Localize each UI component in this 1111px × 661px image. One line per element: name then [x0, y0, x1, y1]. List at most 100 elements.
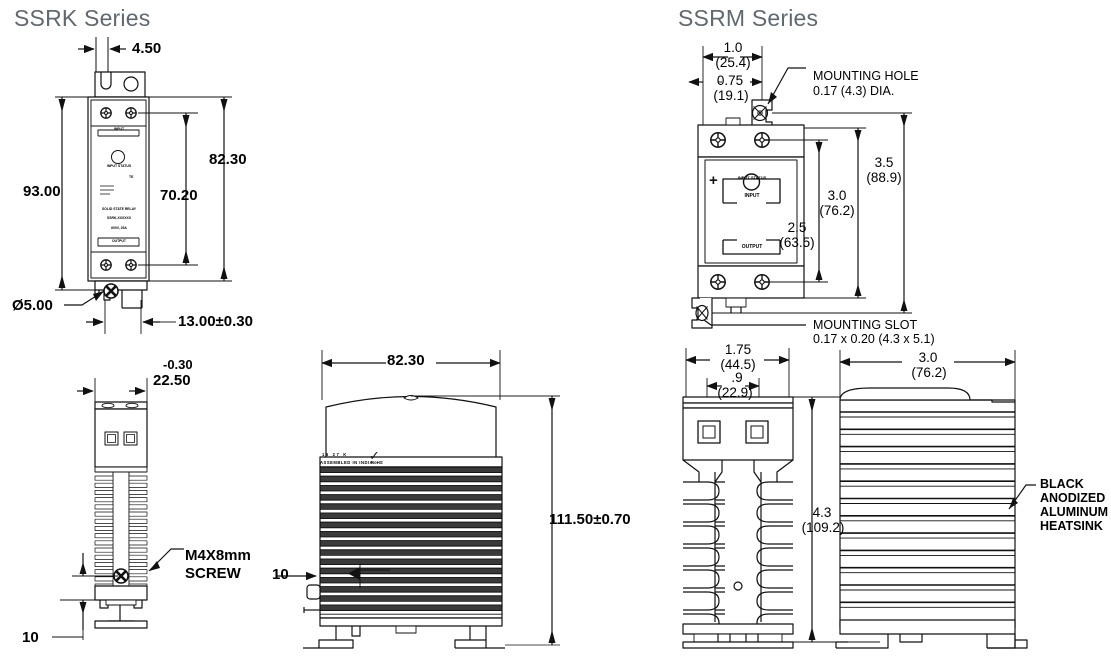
ssrk-leader-hole-dia: [64, 290, 105, 306]
ssrm-dim-3.0-vert: [804, 127, 866, 299]
ssrk-brand-small: TE: [129, 175, 134, 179]
ssrm-leader-mounting-hole: [767, 67, 806, 105]
ssrm-status-led: [742, 173, 761, 191]
dim-ssrm-0.9-mm: (22.9): [717, 385, 753, 400]
callout-ssrm-mounting-slot-l1: MOUNTING SLOT: [813, 318, 918, 332]
ssrk-dim-111.50: [411, 395, 560, 646]
dim-ssrm-3.0-in: 3.0: [827, 188, 847, 203]
ssrk-dim-93.00: [55, 96, 95, 291]
ssrm-side-body: [682, 396, 794, 461]
dim-ssrm-0.9-in: .9: [731, 370, 743, 385]
ssrk-side-base: [94, 585, 148, 629]
ssrk-te-logo: [100, 185, 114, 195]
ssrk-leader-m4-screw: [148, 548, 184, 572]
ssrm-front-base: [835, 619, 1028, 649]
page-title-ssrm: SSRM Series: [678, 5, 819, 31]
ssrk-dim-70.20: [138, 112, 198, 266]
ssrm-plus-label: +: [709, 172, 718, 189]
ssrk-output-label: OUTPUT: [112, 239, 126, 243]
dim-ssrk-93.00: 93.00: [23, 183, 61, 200]
dim-ssrk-front-82.30: 82.30: [387, 352, 425, 369]
ssrk-label-line-1: SOLID STATE RELAY: [101, 207, 137, 211]
ssrk-dim-13.00: [86, 300, 176, 334]
ssrk-dim-82.30-front: [321, 350, 501, 400]
dim-ssrm-front-3.0-mm: (76.2): [911, 365, 947, 380]
ssrm-front-body: [839, 387, 1016, 629]
ssrk-body: [87, 96, 150, 282]
ssrk-input-bracket: [97, 129, 140, 137]
dim-ssrk-22.50: 22.50: [153, 372, 191, 389]
callout-heatsink-line2: ANODIZED: [1040, 491, 1106, 505]
dim-ssrm-3.0-mm: (76.2): [819, 203, 855, 218]
callout-heatsink-line3: ALUMINUM: [1040, 505, 1109, 519]
dim-ssrm-4.3-in: 4.3: [812, 505, 832, 520]
ssrm-dim-1.75: [685, 348, 790, 400]
ssrm-dim-3.5: [712, 112, 912, 314]
ssrk-front-feet: [303, 617, 505, 649]
callout-heatsink-line1: BLACK: [1040, 477, 1084, 491]
ssrm-leader-heatsink: [1008, 484, 1036, 510]
dim-ssrm-3.5-mm: (88.9): [866, 170, 902, 185]
dim-ssrm-0.75-in: 0.75: [716, 73, 744, 88]
ssrk-din-clip: [94, 71, 146, 98]
ssrm-dim-2.5: [770, 139, 828, 283]
ssrm-dim-1.0: [702, 46, 763, 128]
dim-ssrm-4.3-mm: (109.2): [801, 520, 845, 535]
ssrm-output-bracket: [722, 239, 781, 255]
ssrk-dim-82.30: [149, 96, 232, 282]
dim-ssrk-111.50: 111.50±0.70: [549, 511, 631, 528]
ssrm-output-label: OUTPUT: [741, 244, 763, 250]
dim-ssrk-10-fin: 10: [272, 566, 289, 583]
ssrm-side-heatsink: [682, 459, 794, 633]
ssrk-dim-screw-offset: [72, 553, 118, 577]
ssrk-dim-10-fin: [277, 563, 390, 588]
page-title-ssrk: SSRK Series: [14, 5, 151, 31]
dim-ssrk-70.20: 70.20: [160, 187, 198, 204]
ssrm-input-bracket: [722, 178, 781, 204]
callout-ssrk-screw-line2: SCREW: [185, 565, 241, 582]
ssrk-front-heatsink: [319, 456, 503, 619]
ssrk-label-line-2: SSRK-XXXXXX: [106, 216, 132, 220]
ssrm-leader-mounting-slot: [703, 319, 806, 326]
dim-ssrm-1.75-in: 1.75: [724, 342, 752, 357]
ssrm-dim-3.0-front: [839, 350, 1016, 402]
dim-ssrm-0.75-mm: (19.1): [713, 88, 749, 103]
dim-ssrk-4.50: 4.50: [132, 40, 162, 57]
ssrk-rohs-label: RoHS: [371, 460, 383, 465]
ssrk-dim-22.50: [77, 378, 148, 405]
dim-ssrm-3.5-in: 3.5: [874, 155, 894, 170]
dim-ssrk-82.30: 82.30: [209, 151, 247, 168]
dim-ssrk-13.00: 13.00±0.30: [178, 313, 253, 330]
callout-heatsink-line4: HEATSINK: [1040, 519, 1103, 533]
ssrk-status-label: INPUT STATUS: [106, 164, 132, 168]
callout-ssrm-mounting-hole-l1: MOUNTING HOLE: [813, 69, 919, 83]
ssrk-output-bracket: [97, 237, 140, 247]
dim-ssrk-width-tol: -0.30: [163, 357, 193, 372]
dim-ssrm-2.5-in: 2.5: [787, 220, 807, 235]
dim-ssrm-1.0-in: 1.0: [723, 40, 743, 55]
dim-ssrm-front-3.0-in: 3.0: [918, 350, 938, 365]
ssrk-bottom-screw: [102, 282, 120, 300]
callout-ssrm-mounting-hole-l2: 0.17 (4.3) DIA.: [813, 84, 895, 98]
ssrk-front-side-nub: [303, 584, 321, 613]
rohs-check-icon: ✓: [369, 448, 380, 463]
dim-ssrk-10-foot: 10: [22, 629, 39, 646]
callout-ssrk-screw-line1: M4X8mm: [185, 547, 251, 564]
ssrm-input-status-label: INPUT STATUS: [737, 175, 767, 180]
dim-ssrm-1.75-mm: (44.5): [720, 357, 756, 372]
ssrm-mounting-slot-bracket: [691, 297, 713, 329]
ssrk-marking-line1: 16 27 K: [322, 452, 348, 457]
ssrm-top-bottom-detail: [725, 297, 747, 313]
ssrk-dim-10-bottom: [52, 599, 100, 640]
dim-ssrm-1.0-mm: (25.4): [715, 55, 751, 70]
dim-ssrk-hole-dia: Ø5.00: [12, 297, 53, 314]
dim-ssrm-2.5-mm: (63.5): [779, 235, 815, 250]
ssrm-input-label: INPUT: [744, 193, 760, 199]
ssrk-side-body: [94, 401, 148, 468]
ssrk-front-cover: [325, 395, 560, 458]
ssrk-label-line-3: 600V, 25A: [111, 226, 127, 230]
ssrm-side-base: [682, 623, 794, 649]
callout-ssrm-mounting-slot-l2: 0.17 x 0.20 (4.3 x 5.1): [813, 332, 935, 346]
